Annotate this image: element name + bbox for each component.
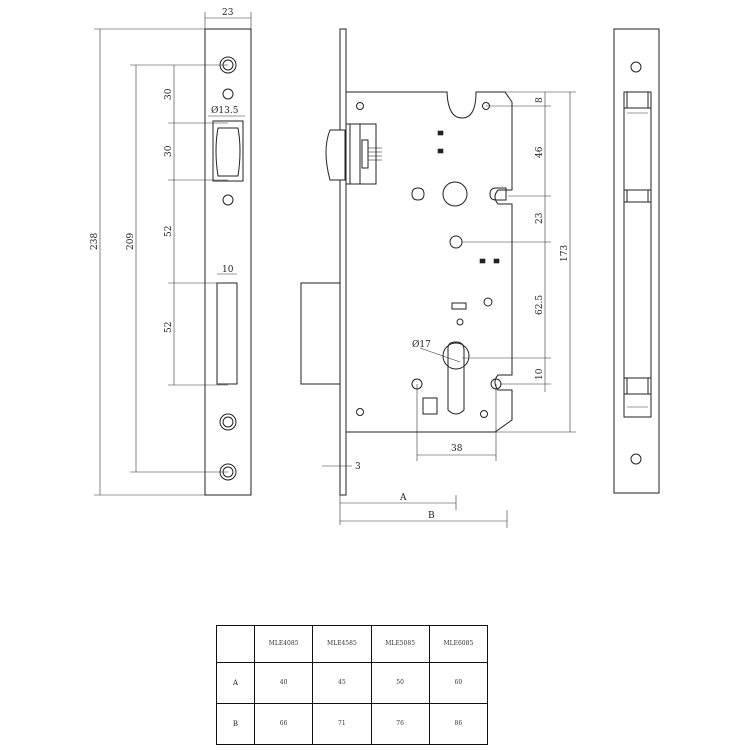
table-cell: 76: [370, 702, 430, 746]
table-header-model: MLE5085: [370, 625, 430, 663]
deadbolt-slot: [216, 282, 238, 385]
dim-30-lower: 30: [164, 145, 174, 157]
middle-dimensions: 173 8 46 23 62.5 10 Ø17 38 3 A B: [322, 91, 576, 528]
table-cell: 71: [312, 702, 372, 746]
left-dimensions: 23 238 209 30 30 52 52 Ø13.5 10: [90, 8, 252, 496]
table-header-model: MLE4585: [312, 625, 372, 663]
lock-case-outline: [345, 91, 513, 433]
small-hole-upper: [222, 88, 234, 100]
dim-overall-height: 238: [90, 233, 100, 250]
screw-hole-lower: [219, 413, 237, 431]
table-row: B 66 71 76 86: [216, 702, 489, 746]
dim-173: 173: [560, 245, 570, 262]
table-cell: 86: [428, 702, 489, 746]
dim-62-5: 62.5: [535, 295, 545, 315]
cylinder-cutout: [411, 341, 502, 415]
faceplate-front-view: [204, 28, 252, 496]
latch-bolt: [325, 123, 382, 185]
table-row-label: B: [216, 702, 255, 746]
follower-hub: [411, 181, 507, 207]
dim-30-upper: 30: [164, 88, 174, 100]
dim-46: 46: [535, 146, 545, 158]
model-dimension-table: MLE4085 MLE4585 MLE5085 MLE6085 A 40 45 …: [216, 625, 489, 746]
dim-cylinder-diameter: Ø17: [412, 339, 431, 350]
lock-technical-drawing: 23 238 209 30 30 52 52 Ø13.5 10: [90, 8, 660, 528]
dim-38: 38: [451, 444, 463, 454]
table-row-label: A: [216, 661, 255, 704]
dim-latch-diameter: Ø13.5: [211, 105, 239, 116]
table-cell: 50: [370, 661, 430, 704]
dim-plate-thickness: 3: [355, 462, 361, 472]
table-cell: 40: [253, 661, 314, 704]
dim-52-upper: 52: [164, 226, 174, 237]
dim-label-a: A: [399, 493, 407, 503]
table-cell: 60: [428, 661, 489, 704]
small-hole-middle: [222, 194, 234, 206]
table-cell: 66: [253, 702, 314, 746]
dim-bolt-width: 10: [222, 265, 234, 275]
dim-8: 8: [535, 97, 545, 103]
dim-label-b: B: [428, 511, 435, 521]
table-header-model: MLE4085: [253, 625, 314, 663]
table-row: A 40 45 50 60: [216, 661, 489, 704]
latch-opening: [212, 120, 244, 182]
table-header-row: MLE4085 MLE4585 MLE5085 MLE6085: [216, 625, 489, 663]
dim-52-lower: 52: [164, 322, 174, 333]
dim-10: 10: [535, 368, 545, 380]
strike-plate-view: [613, 28, 660, 494]
lock-body-side-view: [300, 28, 513, 496]
deadbolt-projection: [300, 282, 341, 385]
table-header-model: MLE6085: [428, 625, 489, 663]
spindle-hole: [449, 235, 463, 249]
table-corner-cell: [216, 625, 255, 663]
dim-fixing-span: 209: [126, 233, 136, 250]
table-cell: 45: [312, 661, 372, 704]
dim-faceplate-width: 23: [222, 8, 234, 18]
dim-23: 23: [535, 212, 545, 224]
